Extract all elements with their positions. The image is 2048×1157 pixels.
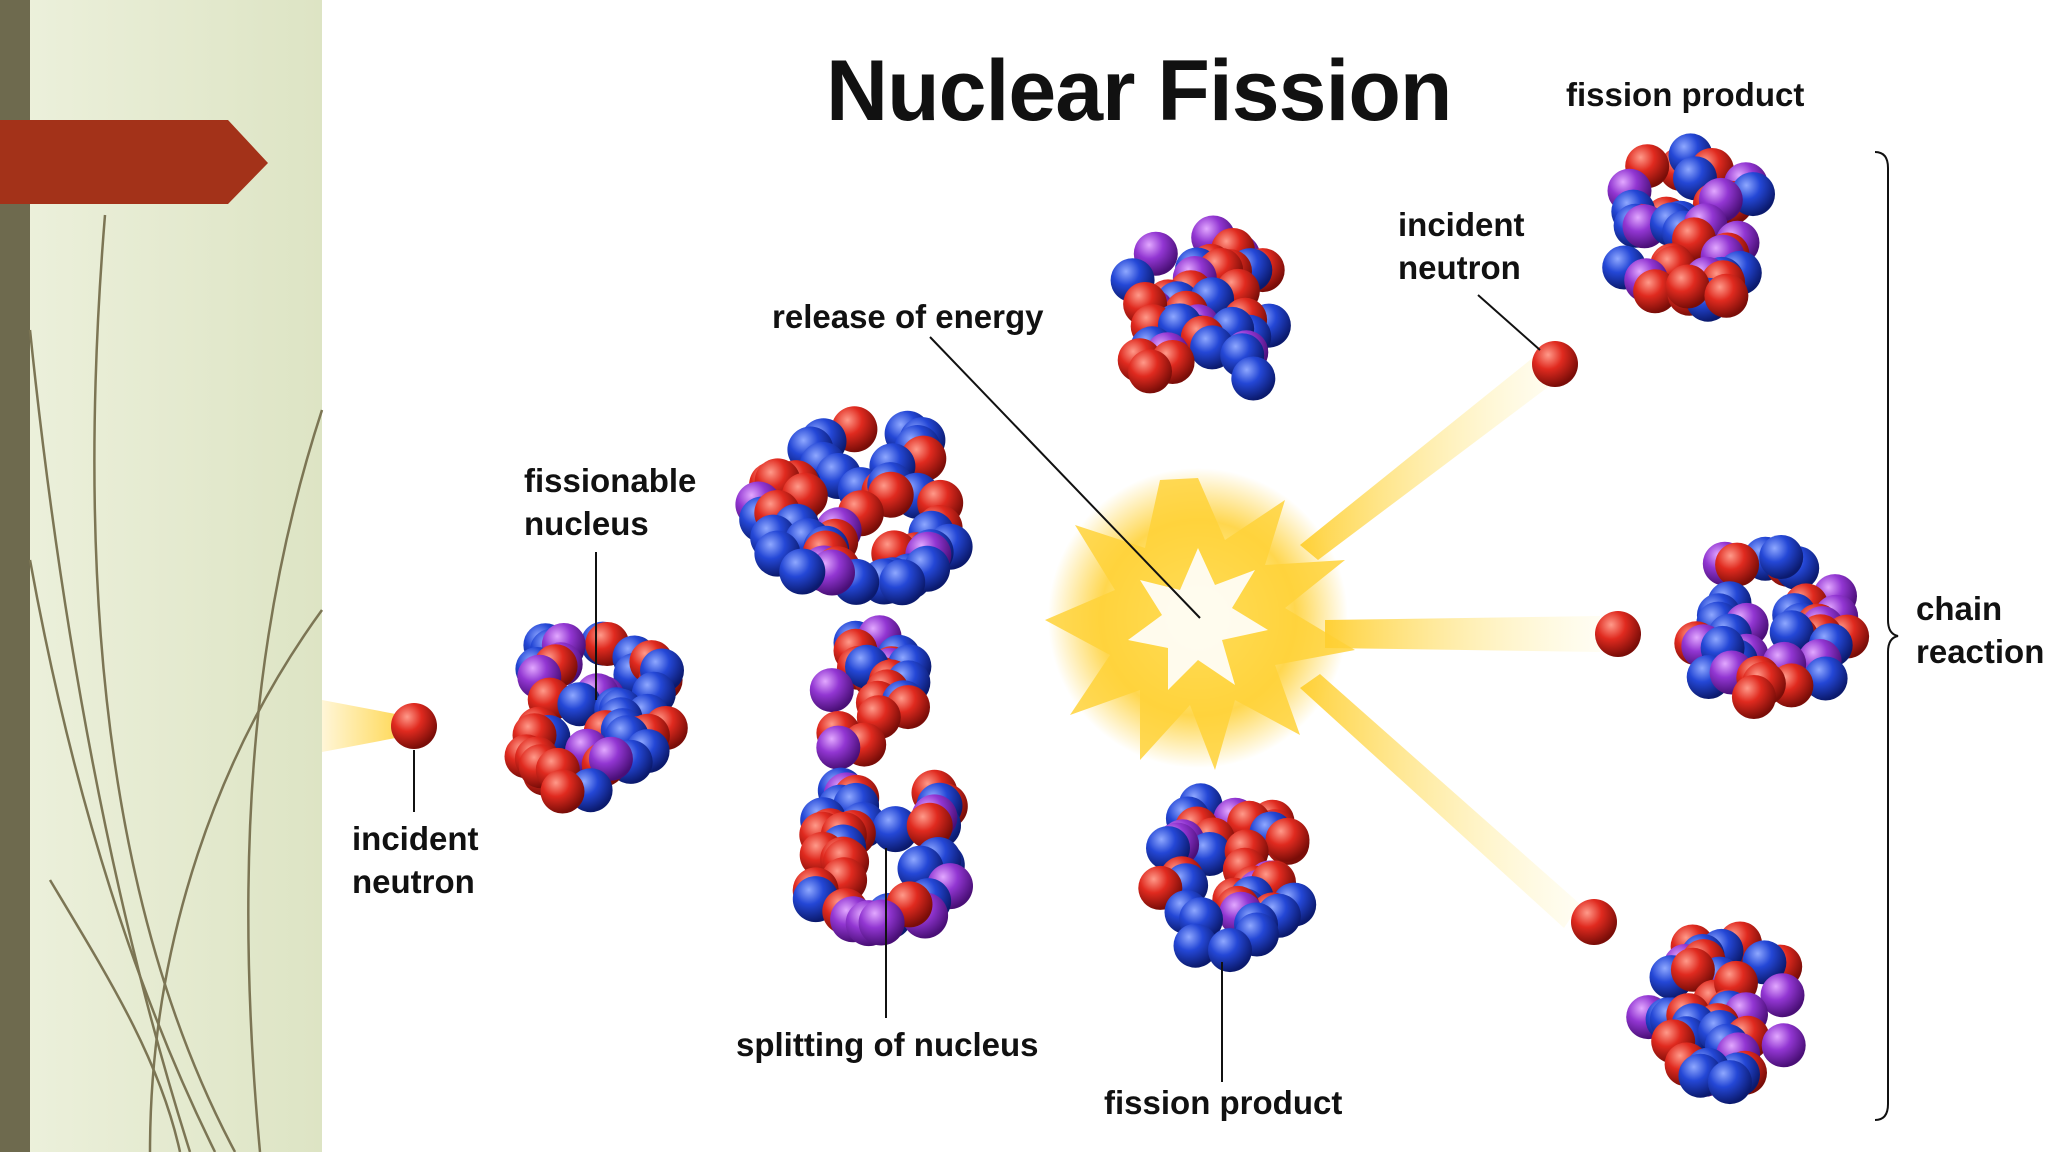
nucleon bbox=[779, 548, 826, 595]
leader-release-of-energy bbox=[929, 336, 1201, 619]
nucleon bbox=[872, 806, 919, 853]
nucleon bbox=[1704, 273, 1749, 318]
splitting-nucleus-upper bbox=[735, 406, 973, 606]
fissionable-nucleus bbox=[504, 621, 688, 814]
label-fission-product-bottom: fission product bbox=[1104, 1084, 1343, 1121]
label-incident-neutron-left: incident neutron bbox=[352, 820, 479, 900]
released-neutron-middle bbox=[1595, 611, 1641, 657]
nucleon bbox=[879, 559, 926, 606]
splitting-nucleus-lower bbox=[792, 767, 973, 947]
leader-lines bbox=[413, 151, 1899, 1121]
nucleon bbox=[588, 736, 633, 781]
leader-incident-neutron-top bbox=[1477, 294, 1541, 351]
nuclei-layer bbox=[504, 133, 1870, 1105]
nucleon bbox=[858, 899, 905, 946]
nucleon bbox=[1231, 356, 1276, 401]
fission-product-upper bbox=[1110, 215, 1291, 401]
chain-nucleus-middle bbox=[1674, 535, 1870, 719]
nucleon bbox=[540, 769, 585, 814]
nucleon bbox=[1803, 656, 1848, 701]
nucleon bbox=[1670, 947, 1715, 992]
incident-beam bbox=[322, 700, 406, 752]
sidebar-curves bbox=[28, 214, 324, 1153]
nucleon bbox=[1173, 923, 1218, 968]
nucleon bbox=[1761, 1023, 1806, 1068]
nucleon bbox=[809, 668, 854, 713]
nucleon bbox=[1715, 542, 1760, 587]
nucleon bbox=[1128, 349, 1172, 394]
label-splitting-of-nucleus: splitting of nucleus bbox=[736, 1026, 1039, 1063]
label-release-of-energy: release of energy bbox=[772, 298, 1044, 335]
nucleon bbox=[557, 682, 602, 727]
nucleon bbox=[1208, 928, 1252, 973]
label-chain-reaction: chain reaction bbox=[1916, 590, 2045, 670]
nucleon bbox=[1731, 675, 1776, 719]
chain-nucleus-top bbox=[1602, 133, 1775, 322]
nucleon bbox=[1633, 269, 1678, 314]
nucleon bbox=[1759, 535, 1804, 579]
incident-neutron-ball bbox=[391, 703, 437, 749]
chain-reaction-brace bbox=[1874, 151, 1899, 1121]
beam-upper bbox=[1300, 352, 1560, 560]
released-neutron-lower bbox=[1571, 899, 1617, 945]
diagram-title: Nuclear Fission bbox=[826, 43, 1452, 139]
accent-arrow-shape bbox=[0, 120, 268, 204]
label-fissionable-nucleus: fissionable nucleus bbox=[524, 462, 697, 542]
sidebar-decoration bbox=[0, 0, 324, 1153]
released-neutron-upper bbox=[1532, 341, 1578, 387]
free-neutrons bbox=[391, 341, 1641, 945]
chain-nucleus-bottom bbox=[1626, 921, 1806, 1105]
fission-product-lower bbox=[1138, 783, 1317, 973]
label-incident-neutron-top: incident neutron bbox=[1398, 206, 1525, 286]
nucleon bbox=[1707, 1060, 1752, 1105]
neutron-beams bbox=[322, 352, 1600, 928]
nucleon bbox=[816, 725, 861, 770]
energy-burst bbox=[1045, 468, 1355, 770]
beam-lower bbox=[1300, 674, 1580, 928]
nucleon bbox=[1265, 817, 1310, 862]
label-fission-product-top: fission product bbox=[1566, 76, 1805, 113]
nucleon bbox=[1665, 264, 1710, 309]
nucleon bbox=[1760, 973, 1805, 1018]
beam-middle bbox=[1325, 616, 1600, 652]
splitting-nucleus-neck bbox=[809, 615, 932, 770]
